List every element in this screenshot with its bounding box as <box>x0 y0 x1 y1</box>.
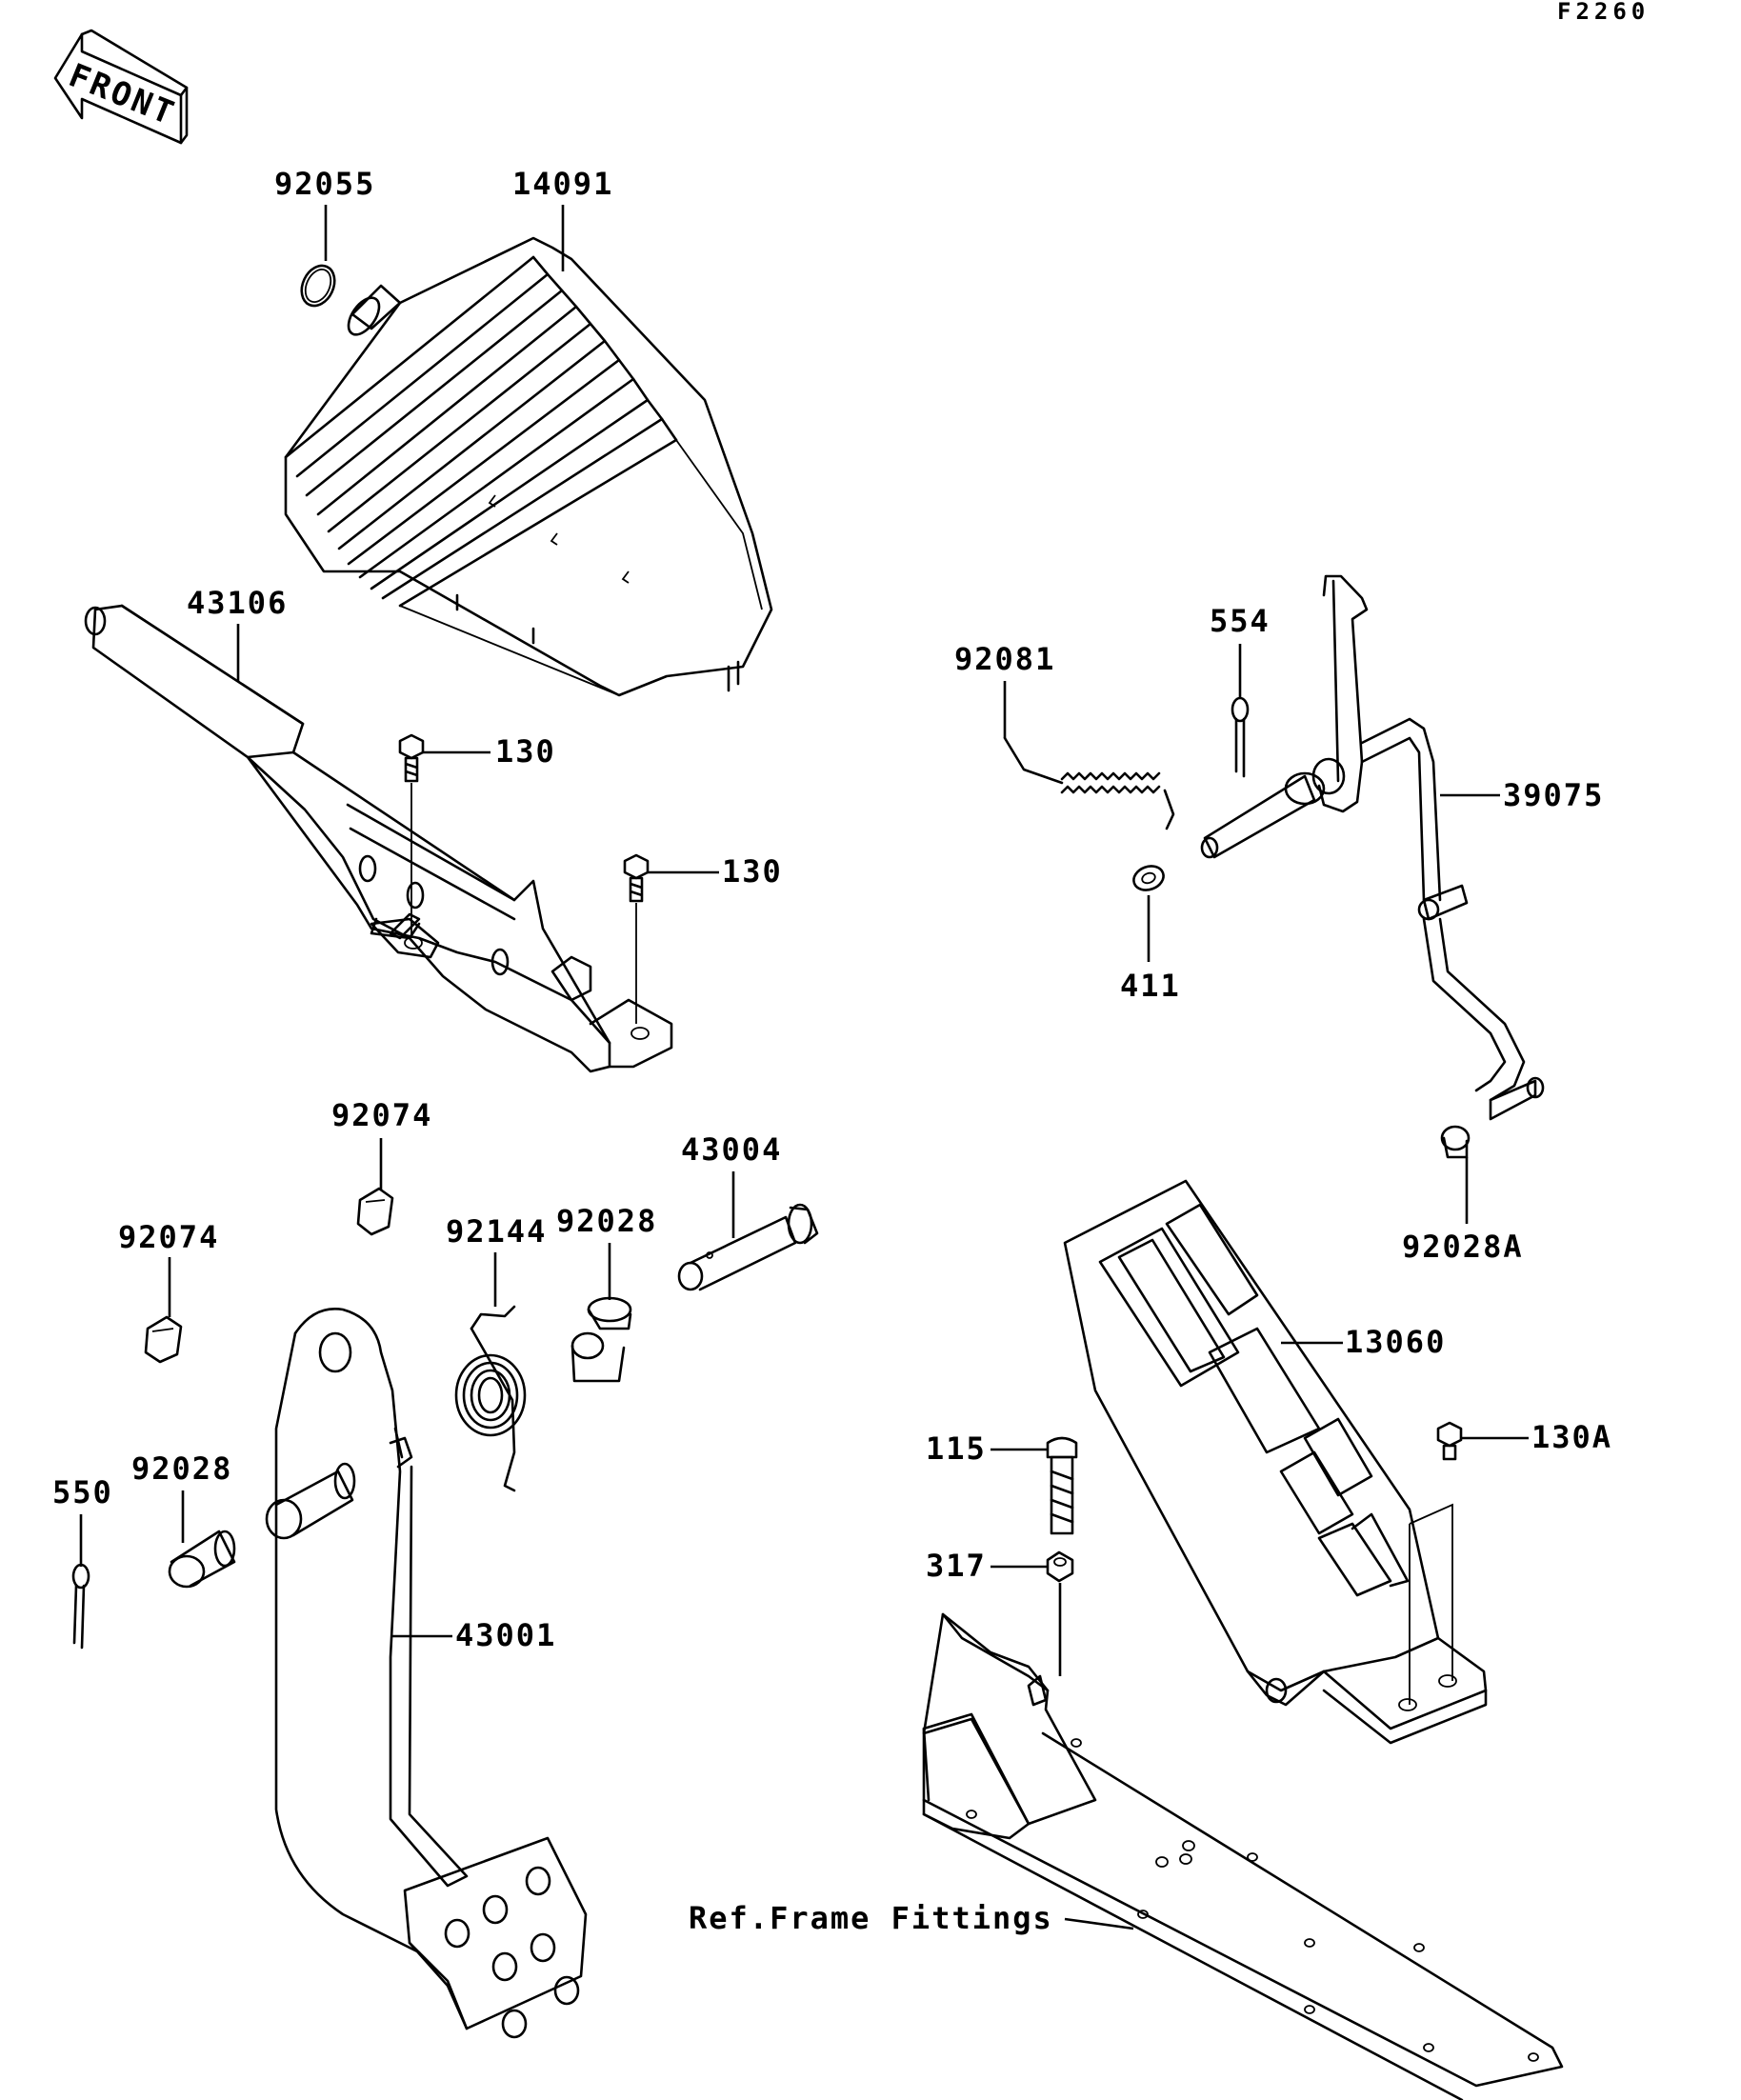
cotter-pin-554[interactable] <box>1231 696 1250 778</box>
parking-brake-lever-43106[interactable] <box>84 604 673 1073</box>
label-92074-a: 92074 <box>331 1097 432 1133</box>
label-43004: 43004 <box>681 1131 782 1168</box>
shaft-39075[interactable] <box>1200 574 1545 1121</box>
label-317: 317 <box>926 1548 987 1584</box>
label-92028A: 92028A <box>1402 1229 1524 1265</box>
label-554: 554 <box>1210 603 1271 639</box>
label-92028-b: 92028 <box>131 1450 232 1487</box>
bolt-130A[interactable] <box>1436 1421 1463 1461</box>
label-92074-b: 92074 <box>118 1219 219 1255</box>
label-92144: 92144 <box>446 1213 547 1250</box>
label-43001: 43001 <box>455 1617 556 1653</box>
label-14091: 14091 <box>512 166 613 202</box>
stopper-92074-b[interactable] <box>144 1315 183 1364</box>
bushing-92028-a[interactable] <box>570 1296 632 1383</box>
cotter-pin-550[interactable] <box>71 1563 90 1650</box>
label-130-a: 130 <box>495 733 556 770</box>
label-92081: 92081 <box>954 641 1055 677</box>
washer-411[interactable] <box>1131 862 1167 893</box>
brake-cover-14091[interactable] <box>284 236 773 697</box>
bolt-130-b[interactable] <box>623 853 650 903</box>
brake-pedal-43001[interactable] <box>265 1307 588 2039</box>
bolt-130-a[interactable] <box>398 733 425 783</box>
label-130A: 130A <box>1531 1419 1612 1455</box>
label-92055: 92055 <box>274 166 375 202</box>
label-39075: 39075 <box>1503 777 1604 813</box>
frame-fittings <box>922 1612 1564 2100</box>
label-550: 550 <box>52 1474 113 1510</box>
label-130-b: 130 <box>722 853 783 890</box>
label-411: 411 <box>1120 968 1181 1004</box>
spring-92081[interactable] <box>1003 736 1175 830</box>
label-115: 115 <box>926 1430 987 1467</box>
bushing-92028-b[interactable] <box>168 1530 236 1589</box>
torsion-spring-92144[interactable] <box>454 1305 527 1492</box>
diagram-code: F2260 <box>1557 0 1650 25</box>
bolt-115[interactable] <box>1046 1436 1078 1535</box>
label-43106: 43106 <box>187 585 288 621</box>
pin-43004[interactable] <box>677 1203 819 1291</box>
stopper-92074-a[interactable] <box>356 1187 394 1236</box>
label-92028-a: 92028 <box>556 1203 657 1239</box>
label-ref-frame-fittings: Ref.Frame Fittings <box>689 1900 1053 1936</box>
o-ring-92055[interactable] <box>295 260 341 310</box>
bushing-92028A[interactable] <box>1440 1125 1471 1159</box>
nut-317[interactable] <box>1046 1550 1074 1583</box>
accelerator-pedal-13060[interactable] <box>1063 1179 1488 1745</box>
front-arrow-icon: FRONT <box>53 29 189 145</box>
label-13060: 13060 <box>1345 1324 1446 1360</box>
